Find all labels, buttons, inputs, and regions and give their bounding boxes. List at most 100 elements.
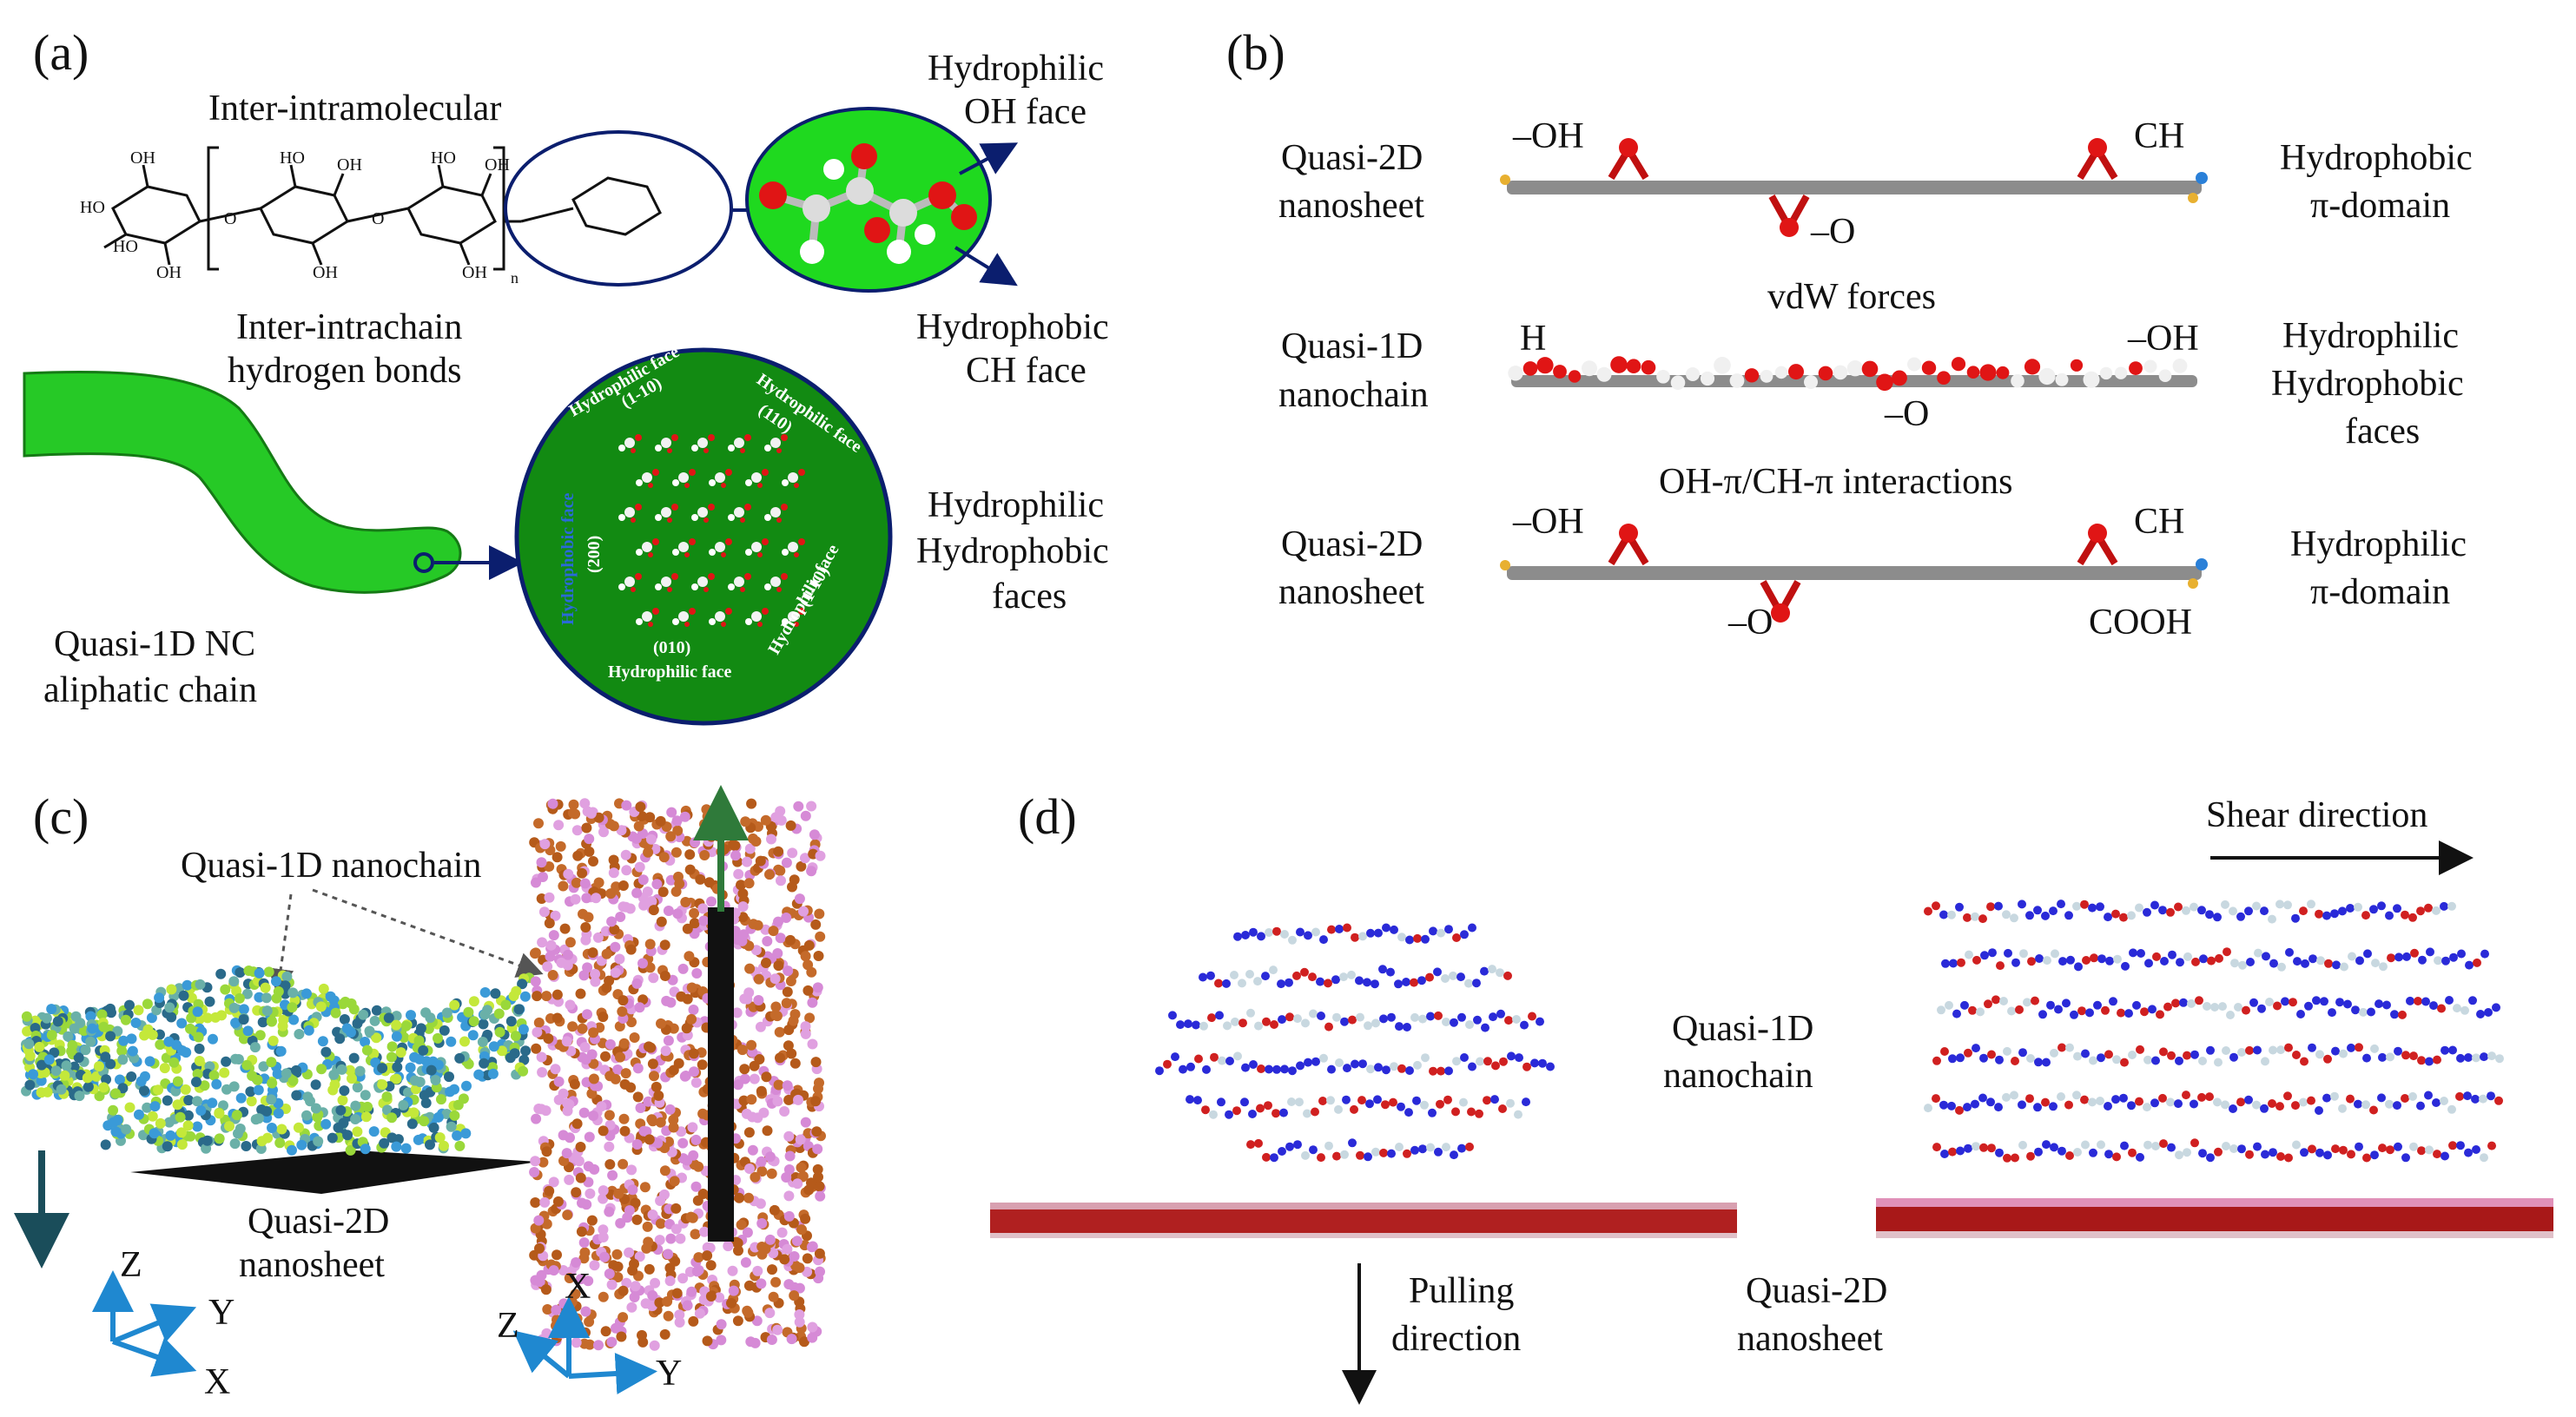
- nanochain-d-label-2: nanochain: [1663, 1056, 1813, 1096]
- nanosheet-label-2: nanosheet: [239, 1245, 385, 1285]
- axes-triad-2: [512, 1296, 657, 1394]
- glucose-highlight-ellipse: [504, 130, 733, 287]
- panel-c: (c) Quasi-1D nanochain Quasi-2D nanoshee…: [14, 785, 826, 1402]
- glucose-ball-stick-model: [759, 143, 977, 264]
- nanochain-model-middle: [1508, 356, 2197, 392]
- arrow-ch-face: [954, 246, 1018, 287]
- crystal-face-bottom: Hydrophilic face: [608, 662, 732, 682]
- callout-arrow-2: [312, 888, 544, 978]
- row3-left-2: nanosheet: [1278, 572, 1424, 612]
- nanosheet-vertical: [708, 907, 734, 1242]
- crystal-face-left: Hydrophobic face: [558, 492, 578, 625]
- oh-atom-label: OH: [462, 263, 487, 282]
- nanochain-d-label-1: Quasi-1D: [1672, 1009, 1813, 1049]
- nanosheet-flat: [130, 1150, 538, 1194]
- o-atom-label: O: [224, 209, 236, 228]
- nanochain-atoms-green: [21, 965, 535, 1156]
- hydrophilic-oh-label-1: Hydrophilic: [928, 49, 1104, 89]
- row1-oh-label: –OH: [1512, 116, 1584, 156]
- crystal-chains: [618, 434, 805, 627]
- nanochain-stack-left: [1155, 923, 1555, 1163]
- panel-d: (d) Shear direction Quasi-1D nanochain P…: [990, 788, 2553, 1405]
- tube-focus-circle: [413, 552, 434, 573]
- oh-atom-label: OH: [130, 148, 155, 168]
- cellulose-structure: [103, 146, 662, 271]
- row3-oh-label: –OH: [1512, 502, 1584, 542]
- row1-left-2: nanosheet: [1278, 186, 1424, 226]
- nanochain-label-2: aliphatic chain: [43, 670, 257, 710]
- hydrophobic-ch-label-1: Hydrophobic: [916, 307, 1109, 347]
- oh-atom-label: OH: [313, 263, 338, 282]
- row2-left-1: Quasi-1D: [1281, 326, 1423, 366]
- row2-right-3: faces: [2345, 412, 2420, 451]
- row3-ch-label: CH: [2134, 502, 2184, 542]
- oh-atom-label: OH: [485, 155, 510, 175]
- row3-o-label: –O: [1727, 603, 1773, 643]
- row2-right-2: Hydrophobic: [2271, 364, 2464, 404]
- nanosheet-right: [1876, 1198, 2553, 1238]
- graphene-sheet-top: [1500, 138, 2208, 237]
- crystal-index-left: (200): [585, 536, 604, 573]
- shear-direction-label: Shear direction: [2206, 795, 2427, 835]
- faces-label-3: faces: [992, 577, 1067, 616]
- panel-a: (a) Inter-intramolecular OH HO HO OH O H…: [23, 24, 1109, 726]
- ho-atom-label: HO: [80, 198, 105, 217]
- nanochain-callout-label: Quasi-1D nanochain: [181, 846, 481, 886]
- inter-intramolecular-label: Inter-intramolecular: [208, 89, 501, 129]
- oh-atom-label: OH: [156, 263, 182, 282]
- axis2-x: X: [565, 1267, 591, 1307]
- pulling-label-1: Pulling: [1409, 1271, 1514, 1311]
- nanosheet-d-label-1: Quasi-2D: [1746, 1271, 1887, 1311]
- nanosheet-left: [990, 1203, 1737, 1238]
- row3-right-2: π-domain: [2310, 572, 2450, 612]
- panel-d-letter: (d): [1018, 788, 1077, 845]
- row2-o-label: –O: [1884, 394, 1929, 434]
- o-atom-label: O: [372, 209, 384, 228]
- oh-atom-label: OH: [337, 155, 362, 175]
- axes-triad-1: [92, 1270, 197, 1377]
- pulling-label-2: direction: [1391, 1319, 1521, 1359]
- interchain-label-1: Inter-intrachain: [236, 307, 462, 347]
- hydrophobic-ch-label-2: CH face: [966, 351, 1087, 391]
- interactions-label: OH-π/CH-π interactions: [1659, 462, 2013, 502]
- axis1-z: Z: [120, 1245, 142, 1285]
- interchain-label-2: hydrogen bonds: [228, 351, 461, 391]
- row1-o-label: –O: [1810, 212, 1855, 252]
- axis2-z: Z: [497, 1306, 519, 1346]
- row3-left-1: Quasi-2D: [1281, 524, 1423, 564]
- panel-a-letter: (a): [33, 24, 89, 81]
- nanosheet-label-1: Quasi-2D: [248, 1202, 389, 1242]
- row2-right-1: Hydrophilic: [2282, 316, 2459, 356]
- row3-right-1: Hydrophilic: [2290, 524, 2467, 564]
- row1-ch-label: CH: [2134, 116, 2184, 156]
- row3-cooh-label: COOH: [2089, 603, 2192, 643]
- arrow-oh-face: [959, 142, 1019, 175]
- repeat-subscript: n: [511, 269, 519, 287]
- faces-label-2: Hydrophobic: [916, 531, 1109, 571]
- nanochain-tube: [23, 370, 462, 594]
- row1-right-2: π-domain: [2310, 186, 2450, 226]
- row1-right-1: Hydrophobic: [2280, 138, 2473, 178]
- crystal-cross-section: [514, 347, 893, 726]
- ho-atom-label: HO: [431, 148, 456, 168]
- axis2-y: Y: [656, 1354, 682, 1394]
- nanosheet-d-label-2: nanosheet: [1737, 1319, 1883, 1359]
- panel-b: (b) Quasi-2D nanosheet Hydrophobic π-dom…: [1226, 24, 2473, 643]
- graphene-sheet-bottom: [1500, 524, 2208, 623]
- row1-left-1: Quasi-2D: [1281, 138, 1423, 178]
- nanochain-label-1: Quasi-1D NC: [54, 624, 255, 664]
- row2-oh-label: –OH: [2127, 319, 2199, 359]
- ho-atom-label: HO: [280, 148, 305, 168]
- axis1-x: X: [204, 1362, 230, 1402]
- crystal-index-bottom: (010): [653, 638, 690, 657]
- row2-h-label: H: [1520, 319, 1546, 359]
- nanochain-stack-right: [1924, 900, 2504, 1163]
- panel-c-letter: (c): [33, 788, 89, 845]
- vdw-forces-label: vdW forces: [1767, 277, 1936, 317]
- row2-left-2: nanochain: [1278, 375, 1429, 415]
- ho-atom-label: HO: [113, 237, 138, 256]
- axis1-y: Y: [208, 1293, 234, 1333]
- panel-b-letter: (b): [1226, 24, 1285, 81]
- hydrophilic-oh-label-2: OH face: [964, 92, 1087, 132]
